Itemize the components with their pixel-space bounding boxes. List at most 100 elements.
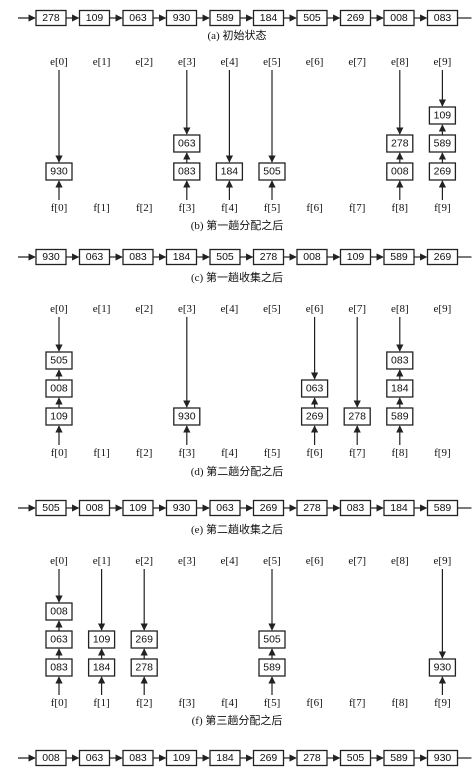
bucket-node: 063	[45, 630, 73, 659]
bucket-head-label: e[1]	[93, 555, 111, 567]
list-node-value: 278	[303, 502, 321, 514]
list-node: 589	[383, 248, 415, 266]
list-node-value: 269	[260, 502, 278, 514]
bucket-head-label: e[4]	[221, 303, 239, 315]
list-node: 184	[209, 749, 241, 767]
bucket-node-value: 109	[93, 634, 111, 646]
bucket-node: 109	[428, 106, 457, 135]
bucket-tail-label: f[2]	[136, 447, 153, 459]
bucket-column: e[4] f[4]	[221, 555, 239, 709]
bucket-head-label: e[3]	[178, 56, 196, 68]
bucket-head-label: e[5]	[263, 303, 281, 315]
list-node: 505	[209, 248, 241, 266]
bucket-column: e[3]f[3]	[178, 555, 196, 709]
bucket-head-label: e[5]	[263, 555, 281, 567]
bucket-head-label: e[9]	[434, 555, 452, 567]
bucket-node-box	[45, 379, 73, 398]
list-node-value: 109	[173, 752, 191, 764]
bucket-tail-label: f[5]	[264, 697, 281, 709]
bucket-column: e[7]f[7]278	[343, 303, 371, 459]
list-node-value: 184	[260, 12, 278, 24]
bucket-tail-label: f[5]	[264, 447, 281, 459]
bucket-node-box	[258, 658, 286, 677]
list-node: 278	[296, 749, 328, 767]
list-node-value: 063	[216, 502, 234, 514]
bucket-head-label: e[7]	[348, 555, 366, 567]
list-node: 184	[252, 9, 285, 27]
bucket-tail-label: f[4]	[221, 697, 238, 709]
list-node: 505	[339, 749, 372, 767]
list-node: 930	[165, 499, 198, 517]
list-node: 505	[35, 499, 67, 517]
bucket-node-box	[173, 134, 201, 153]
bucket-node-box	[45, 407, 73, 426]
bucket-node: 278	[130, 658, 158, 695]
bucket-tail-label: f[2]	[136, 697, 153, 709]
bucket-tail-label: f[6]	[306, 202, 323, 214]
caption-a: (a) 初始状态	[208, 28, 267, 42]
bucket-tail-label: f[1]	[93, 202, 110, 214]
list-node-value: 589	[434, 502, 452, 514]
list-node: 269	[252, 499, 285, 517]
bucket-tail-label: f[3]	[179, 697, 196, 709]
bucket-tail-label: f[6]	[306, 697, 323, 709]
list-node-value: 278	[303, 752, 321, 764]
bucket-tail-label: f[8]	[392, 447, 409, 459]
list-node-value: 109	[86, 12, 104, 24]
distribution-b: e[0]f[0]930e[1]f[1]e[2]f[2]e[3]f[3]06308…	[45, 56, 457, 214]
bucket-column: e[2]f[2]	[135, 303, 153, 459]
bucket-head-label: e[6]	[306, 555, 324, 567]
bucket-node: 269	[300, 407, 329, 445]
bucket-node-value: 063	[306, 383, 324, 395]
bucket-node-box	[87, 658, 116, 677]
bucket-node-box	[258, 162, 286, 181]
bucket-node: 008	[45, 379, 73, 408]
list-node-value: 083	[129, 752, 147, 764]
list-node-value: 278	[260, 251, 278, 263]
bucket-head-label: e[4]	[221, 555, 239, 567]
bucket-tail-label: f[8]	[392, 202, 409, 214]
caption-f: (f) 第三趟分配之后	[192, 713, 283, 727]
list-node-value: 269	[260, 752, 278, 764]
list-node: 063	[78, 248, 111, 266]
list-node: 063	[78, 749, 111, 767]
bucket-node: 505	[258, 630, 286, 659]
bucket-node-value: 589	[391, 411, 409, 423]
bucket-node-value: 109	[50, 411, 68, 423]
bucket-tail-label: f[3]	[179, 447, 196, 459]
bucket-tail-label: f[2]	[136, 202, 153, 214]
bucket-head-label: e[8]	[391, 303, 409, 315]
bucket-node-value: 589	[263, 662, 281, 674]
bucket-tail-label: f[9]	[434, 447, 451, 459]
list-node-value: 184	[390, 502, 408, 514]
bucket-tail-label: f[0]	[51, 447, 68, 459]
bucket-node-box	[45, 162, 73, 181]
bucket-node: 278	[343, 407, 371, 445]
bucket-tail-label: f[0]	[51, 697, 68, 709]
bucket-node-box	[428, 106, 457, 125]
list-node-value: 505	[347, 752, 365, 764]
bucket-node: 109	[45, 407, 73, 445]
bucket-head-label: e[2]	[135, 56, 153, 68]
list-node-value: 505	[42, 502, 60, 514]
bucket-tail-label: f[9]	[434, 697, 451, 709]
bucket-node-value: 184	[221, 166, 239, 178]
bucket-node: 109	[87, 630, 116, 659]
bucket-column: e[8]f[8]	[391, 555, 409, 709]
list-node: 930	[165, 9, 198, 27]
list-node: 184	[165, 248, 198, 266]
bucket-node-box	[130, 658, 158, 677]
bucket-head-label: e[6]	[306, 56, 324, 68]
list-node-value: 184	[216, 752, 234, 764]
bucket-head-label: e[3]	[178, 303, 196, 315]
bucket-node-box	[258, 630, 286, 649]
bucket-head-label: e[4]	[221, 56, 239, 68]
bucket-node-value: 083	[391, 355, 409, 367]
list-node-value: 008	[86, 502, 104, 514]
